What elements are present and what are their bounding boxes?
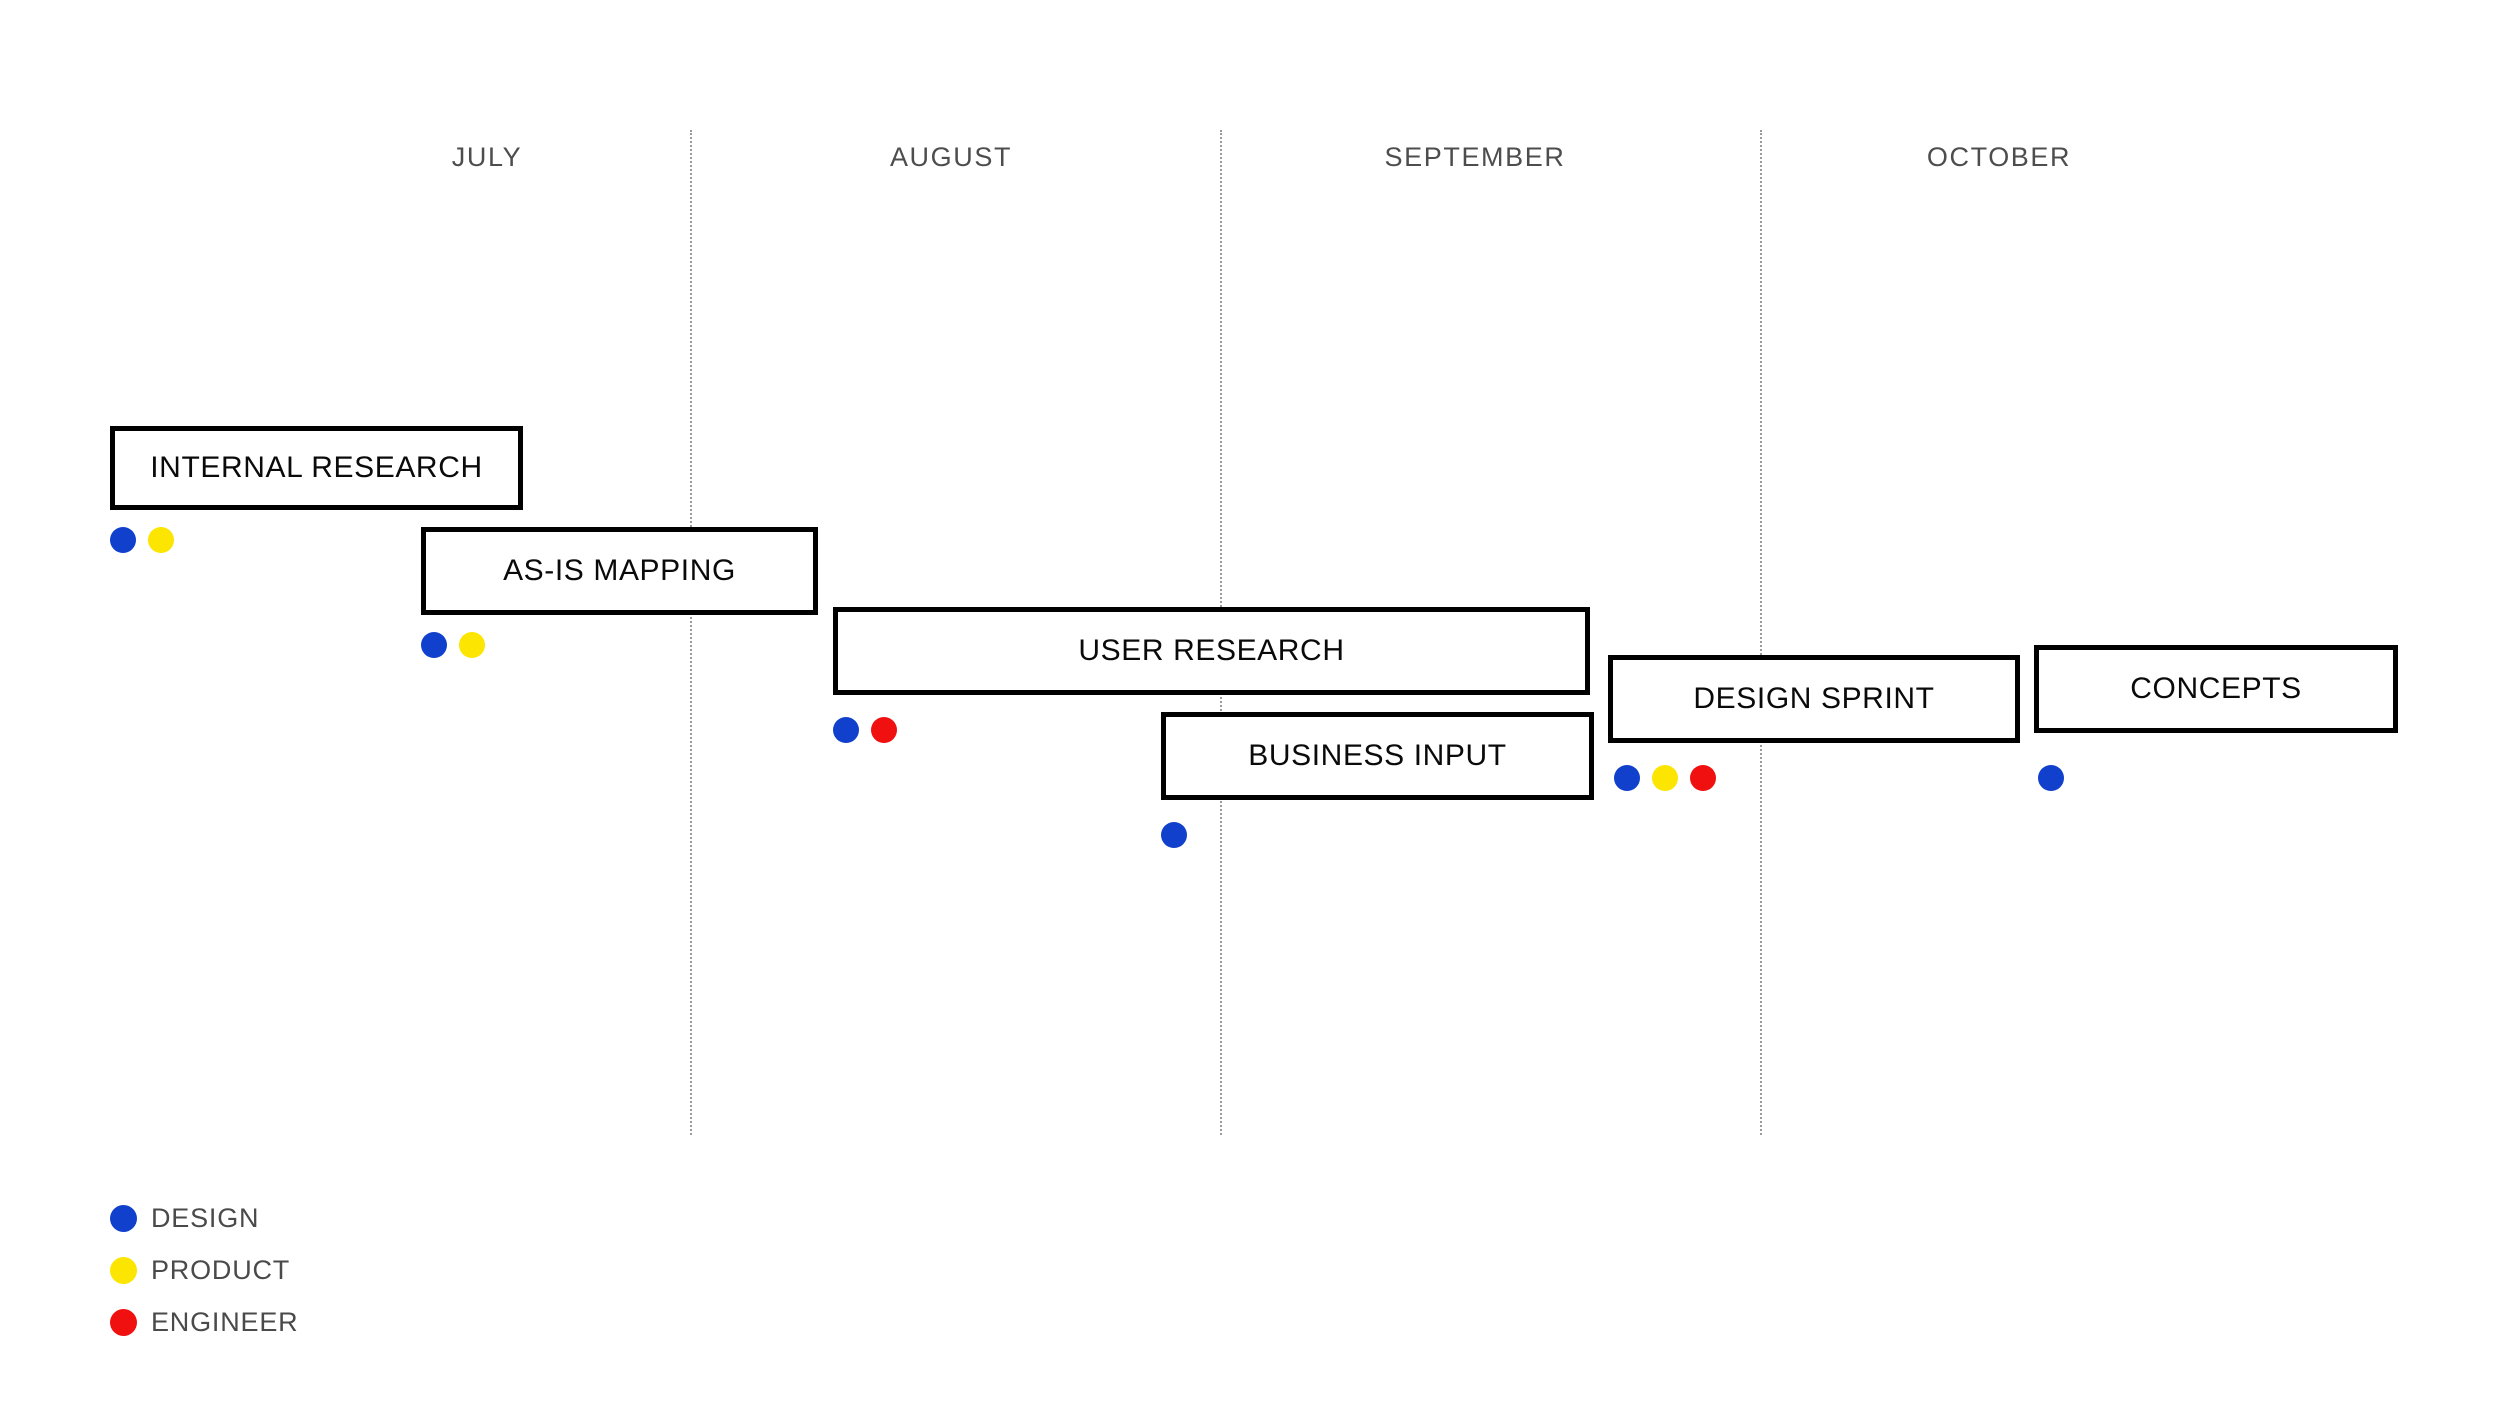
role-dot-design-icon [421,632,447,658]
role-dot-product-icon [148,527,174,553]
role-dots-user-research [833,717,897,743]
role-dot-design-icon [1614,765,1640,791]
month-label-july: JULY [451,142,523,172]
role-dot-design-icon [110,527,136,553]
legend-dot-design-icon [110,1204,137,1232]
task-bar-business-input[interactable]: BUSINESS INPUT [1161,712,1594,800]
legend-item-product[interactable]: PRODUCT [110,1244,298,1296]
task-bar-label: CONCEPTS [2130,672,2302,705]
legend-label: DESIGN [151,1202,260,1233]
month-label-october: OCTOBER [1926,142,2072,172]
task-bar-label: INTERNAL RESEARCH [150,451,483,484]
task-bar-as-is-mapping[interactable]: AS-IS MAPPING [421,527,818,615]
task-bar-label: DESIGN SPRINT [1693,682,1935,715]
task-bar-label: BUSINESS INPUT [1248,739,1507,772]
legend-dot-engineer-icon [110,1308,137,1336]
legend-item-design[interactable]: DESIGN [110,1192,298,1244]
month-divider-1 [690,130,692,1135]
role-dots-design-sprint [1614,765,1716,791]
task-bar-concepts[interactable]: CONCEPTS [2034,645,2398,733]
role-dot-design-icon [1161,822,1187,848]
month-divider-3 [1760,130,1762,1135]
role-dot-design-icon [833,717,859,743]
task-bar-label: USER RESEARCH [1078,634,1345,667]
role-dots-concepts [2038,765,2064,791]
month-label-september: SEPTEMBER [1384,142,1566,172]
role-dot-product-icon [1652,765,1678,791]
legend-label: PRODUCT [151,1254,291,1285]
role-dots-internal-research [110,527,174,553]
task-bar-user-research[interactable]: USER RESEARCH [833,607,1590,695]
legend-item-engineer[interactable]: ENGINEER [110,1296,298,1348]
legend: DESIGN PRODUCT ENGINEER [110,1192,298,1348]
role-dots-business-input [1161,822,1187,848]
role-dot-design-icon [2038,765,2064,791]
role-dot-engineer-icon [871,717,897,743]
legend-label: ENGINEER [151,1306,299,1337]
role-dots-as-is-mapping [421,632,485,658]
task-bar-internal-research[interactable]: INTERNAL RESEARCH [110,426,523,510]
task-bar-design-sprint[interactable]: DESIGN SPRINT [1608,655,2020,743]
role-dot-product-icon [459,632,485,658]
legend-dot-product-icon [110,1256,137,1284]
role-dot-engineer-icon [1690,765,1716,791]
month-label-august: AUGUST [889,142,1013,172]
task-bar-label: AS-IS MAPPING [503,554,736,587]
